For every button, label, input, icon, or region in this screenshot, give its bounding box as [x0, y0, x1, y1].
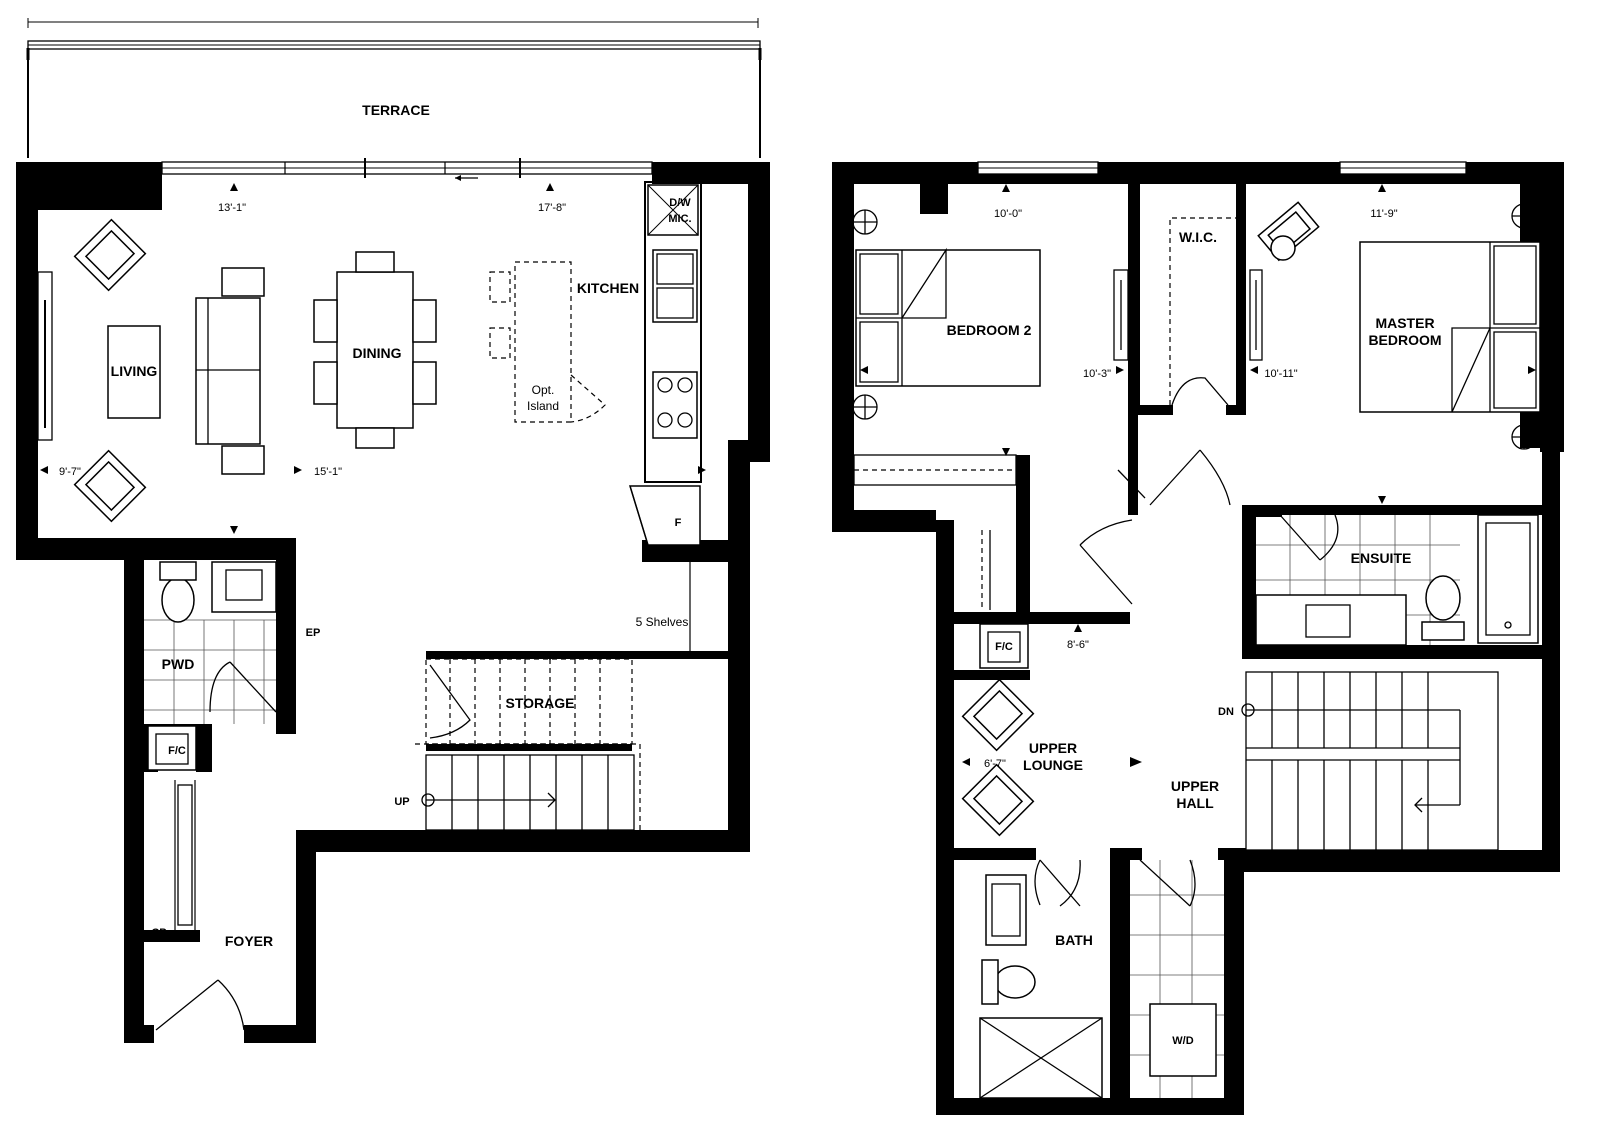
master-bed	[1257, 201, 1541, 450]
bath-label: BATH	[1055, 932, 1093, 948]
terrace-label: TERRACE	[362, 102, 430, 118]
dim-living-width: 9'-7"	[59, 466, 81, 478]
pwd-tiles	[144, 619, 276, 724]
dim-lounge-width: 6'-7"	[984, 758, 1006, 770]
dim-master-depth: 10'-11"	[1264, 368, 1297, 380]
opt-island-line1: Opt.	[532, 383, 555, 397]
kitchen-area	[489, 181, 702, 655]
ensuite-room	[1255, 514, 1539, 646]
ensuite-label: ENSUITE	[1351, 550, 1412, 566]
storage-label: STORAGE	[506, 695, 575, 711]
master-label-line1: MASTER	[1375, 315, 1434, 331]
cp-label: CP	[151, 927, 166, 939]
upper-lounge-line2: LOUNGE	[1023, 757, 1083, 773]
upper-stairs	[1241, 671, 1499, 851]
bedroom2-door[interactable]	[1079, 519, 1133, 605]
kitchen-label: KITCHEN	[577, 280, 639, 296]
upper-lounge-line1: UPPER	[1029, 740, 1077, 756]
wd-label: W/D	[1172, 1035, 1193, 1047]
wic-area	[1169, 217, 1263, 406]
upper-lounge-chairs	[961, 678, 1035, 837]
dim-living-depth: 15'-1"	[314, 466, 342, 478]
terrace-area	[26, 18, 762, 158]
dn-label: DN	[1218, 706, 1234, 718]
master-door[interactable]	[1149, 449, 1231, 506]
upper-floor-plan: BEDROOM 2 W.I.C. MASTER BEDROOM ENSUITE …	[832, 161, 1564, 1115]
ep-label: EP	[306, 627, 321, 639]
lower-walls	[16, 162, 770, 1043]
up-label: UP	[394, 796, 409, 808]
dw-mic-line2: MIC.	[668, 213, 691, 225]
storage-stairs	[425, 658, 633, 745]
upper-windows	[977, 161, 1467, 175]
upper-fc-label: F/C	[995, 641, 1013, 653]
dim-bedroom2-depth: 10'-3"	[1083, 368, 1111, 380]
lower-fc-label: F/C	[168, 745, 186, 757]
dim-ceiling-kitchen: 17'-8"	[538, 202, 566, 214]
bath-room	[979, 859, 1224, 1099]
dim-ceiling-living: 13'-1"	[218, 202, 246, 214]
pwd-label: PWD	[162, 656, 195, 672]
upper-hall-line2: HALL	[1176, 795, 1214, 811]
lower-fc-closet	[147, 725, 197, 771]
master-label-line2: BEDROOM	[1368, 332, 1441, 348]
foyer-door[interactable]	[155, 979, 245, 1031]
powder-room	[144, 561, 277, 724]
dining-label: DINING	[353, 345, 402, 361]
dim-bedroom2-ceiling: 10'-0"	[994, 208, 1022, 220]
upper-fc-closet	[979, 623, 1029, 669]
lower-floor-plan: TERRACE LIVING DINING KITCHEN PWD STORAG…	[16, 18, 770, 1043]
bedroom2-closet	[853, 269, 1146, 610]
dw-mic-line1: D/W	[669, 197, 691, 209]
lower-windows	[37, 158, 653, 441]
bedroom2-label: BEDROOM 2	[947, 322, 1032, 338]
dim-bedroom2-width: 8'-6"	[1067, 639, 1089, 651]
lower-stairs	[415, 743, 641, 831]
wic-label: W.I.C.	[1179, 229, 1217, 245]
laundry-closet	[1139, 859, 1217, 1077]
foyer-label: FOYER	[225, 933, 273, 949]
dining-table	[313, 251, 437, 449]
dim-master-ceiling: 11'-9"	[1370, 208, 1397, 220]
bedroom2-bed	[852, 209, 1041, 420]
living-label: LIVING	[111, 363, 158, 379]
cp-closet	[174, 780, 196, 930]
shelves-label: 5 Shelves	[636, 615, 689, 629]
opt-island-line2: Island	[527, 399, 559, 413]
living-furniture	[73, 218, 265, 523]
upper-hall-line1: UPPER	[1171, 778, 1219, 794]
stair-treads	[1271, 672, 1429, 850]
fridge-label: F	[675, 517, 682, 529]
